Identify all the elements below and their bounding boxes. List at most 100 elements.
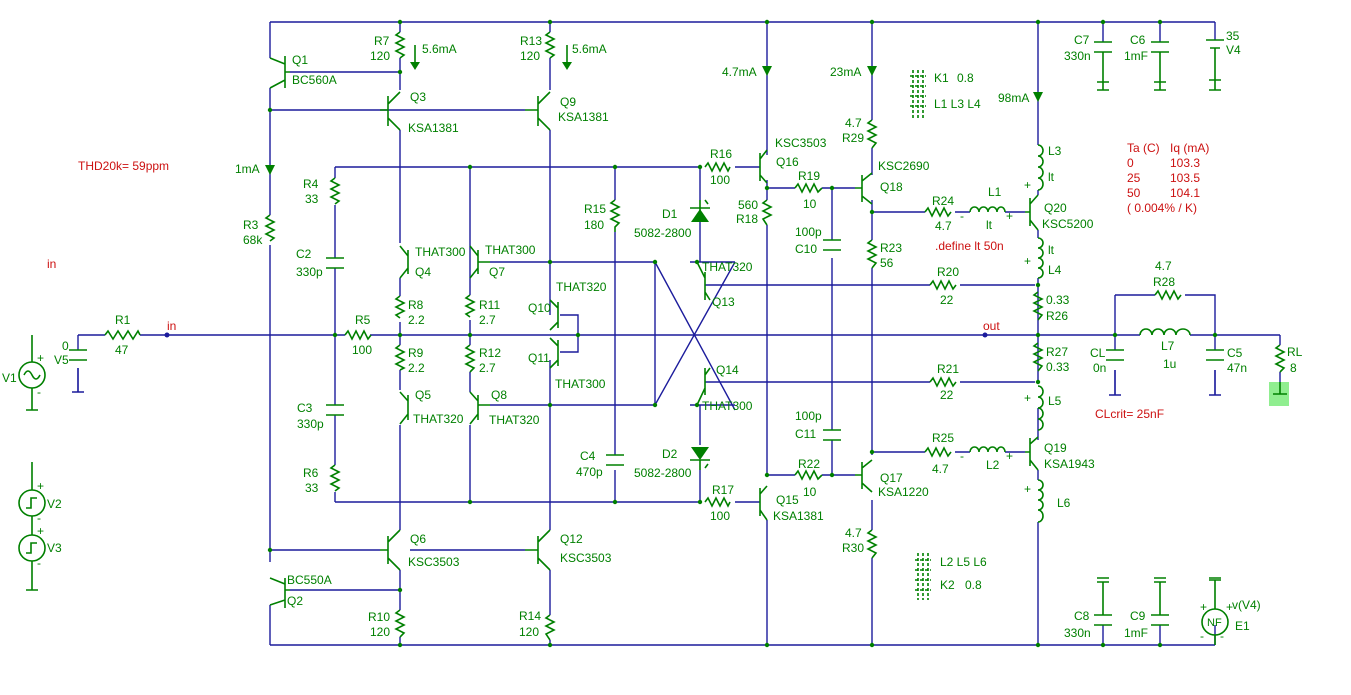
cl-value: 0n xyxy=(1093,361,1106,375)
tempco-label: ( 0.004% / K) xyxy=(1127,201,1197,215)
l1-value: lt xyxy=(986,218,993,232)
r26-value: 0.33 xyxy=(1046,293,1070,307)
svg-text:+: + xyxy=(37,479,44,493)
q7-name: Q7 xyxy=(489,265,505,279)
r19-value: 10 xyxy=(803,197,817,211)
c10-plates xyxy=(823,239,841,251)
svg-text:-: - xyxy=(37,511,41,525)
k1-value: 0.8 xyxy=(957,71,974,85)
table-row-0-ta: 0 xyxy=(1127,156,1134,170)
r14-name: R14 xyxy=(519,609,541,623)
q11-symbol xyxy=(549,337,559,369)
svg-text:+: + xyxy=(1006,209,1013,223)
c5-name: C5 xyxy=(1227,346,1243,360)
out-node-dot xyxy=(982,332,988,338)
q15-symbol xyxy=(759,485,768,521)
inductor-shapes xyxy=(910,70,1191,600)
current-q18: 23mA xyxy=(830,65,861,79)
r30-value: 4.7 xyxy=(845,526,862,540)
svg-text:+: + xyxy=(1200,600,1207,614)
q14-name: Q14 xyxy=(716,363,739,377)
d2-name: D2 xyxy=(662,447,678,461)
labels: THD20k= 59ppm in in out .define lt 50n C… xyxy=(2,29,1303,640)
r26-zigzag xyxy=(1032,291,1044,321)
l2-coil xyxy=(969,446,1006,453)
q9-name: Q9 xyxy=(560,95,576,109)
d2-symbol xyxy=(690,405,710,470)
r30-zigzag xyxy=(866,529,878,559)
r22-zigzag xyxy=(794,469,823,481)
q1-name: Q1 xyxy=(292,53,308,67)
l7-value: 1u xyxy=(1163,357,1176,371)
v3-label: V3 xyxy=(47,541,62,555)
v4-value: 35 xyxy=(1226,29,1240,43)
table-header-ta: Ta (C) xyxy=(1127,141,1160,155)
r24-zigzag xyxy=(924,206,952,218)
svg-text:+: + xyxy=(37,524,44,538)
svg-text:+: + xyxy=(1024,254,1031,268)
k1-list: L1 L3 L4 xyxy=(934,97,981,111)
e1-source xyxy=(1201,579,1229,645)
c2-name: C2 xyxy=(296,247,312,261)
c4-value: 470p xyxy=(576,465,603,479)
q17-name: Q17 xyxy=(880,471,903,485)
r5-zigzag xyxy=(344,329,372,341)
q2-name: Q2 xyxy=(287,594,303,608)
r28-name: R28 xyxy=(1153,275,1175,289)
r28-value: 4.7 xyxy=(1155,259,1172,273)
q8-name: Q8 xyxy=(491,388,507,402)
r15-zigzag xyxy=(609,199,621,232)
e1-expr: v(V4) xyxy=(1232,598,1261,612)
r13-zigzag xyxy=(544,31,556,59)
q13-part: THAT320 xyxy=(702,260,753,274)
junction-dots xyxy=(267,19,1218,648)
in-left-label: in xyxy=(47,257,56,271)
c8-plates xyxy=(1094,581,1112,626)
r21-zigzag xyxy=(929,376,957,388)
q7-symbol xyxy=(469,245,490,279)
r9-name: R9 xyxy=(408,346,424,360)
r27-zigzag xyxy=(1032,342,1044,372)
c11-plates xyxy=(823,429,841,441)
q14-symbol xyxy=(696,367,711,406)
svg-text:+: + xyxy=(37,351,44,365)
r6-name: R6 xyxy=(303,466,319,480)
v1-label: V1 xyxy=(2,371,17,385)
k2-name: K2 xyxy=(940,578,955,592)
q8-part: THAT320 xyxy=(489,413,540,427)
r11-name: R11 xyxy=(479,298,500,312)
q9-symbol xyxy=(525,91,551,131)
q3-symbol xyxy=(380,91,401,131)
q4-part: THAT300 xyxy=(415,245,466,259)
r12-zigzag xyxy=(464,344,476,373)
r22-name: R22 xyxy=(798,457,820,471)
l7-name: L7 xyxy=(1161,339,1175,353)
current-q16: 4.7mA xyxy=(722,65,757,79)
c4-name: C4 xyxy=(580,449,596,463)
c5-value: 47n xyxy=(1227,361,1247,375)
q16-symbol xyxy=(759,149,768,184)
r7-zigzag xyxy=(394,31,406,59)
q20-symbol xyxy=(1025,194,1039,231)
cl-name: CL xyxy=(1090,346,1106,360)
q16-name: Q16 xyxy=(776,155,799,169)
v4-label: V4 xyxy=(1226,43,1241,57)
q2-part: BC550A xyxy=(287,573,332,587)
q2-symbol xyxy=(269,577,290,608)
diode-shapes xyxy=(690,199,710,470)
svg-text:+: + xyxy=(1006,449,1013,463)
r17-name: R17 xyxy=(712,483,734,497)
out-net-label: out xyxy=(983,319,1000,333)
q10-name: Q10 xyxy=(528,301,551,315)
l4-coil xyxy=(1037,237,1044,279)
c11-name: C11 xyxy=(795,427,816,441)
r24-name: R24 xyxy=(932,194,954,208)
r19-name: R19 xyxy=(798,169,820,183)
r16-zigzag xyxy=(704,161,731,173)
c11-value: 100p xyxy=(795,409,822,423)
d2-part: 5082-2800 xyxy=(634,466,692,480)
current-r3: 1mA xyxy=(235,162,260,176)
current-q9: 5.6mA xyxy=(572,42,607,56)
